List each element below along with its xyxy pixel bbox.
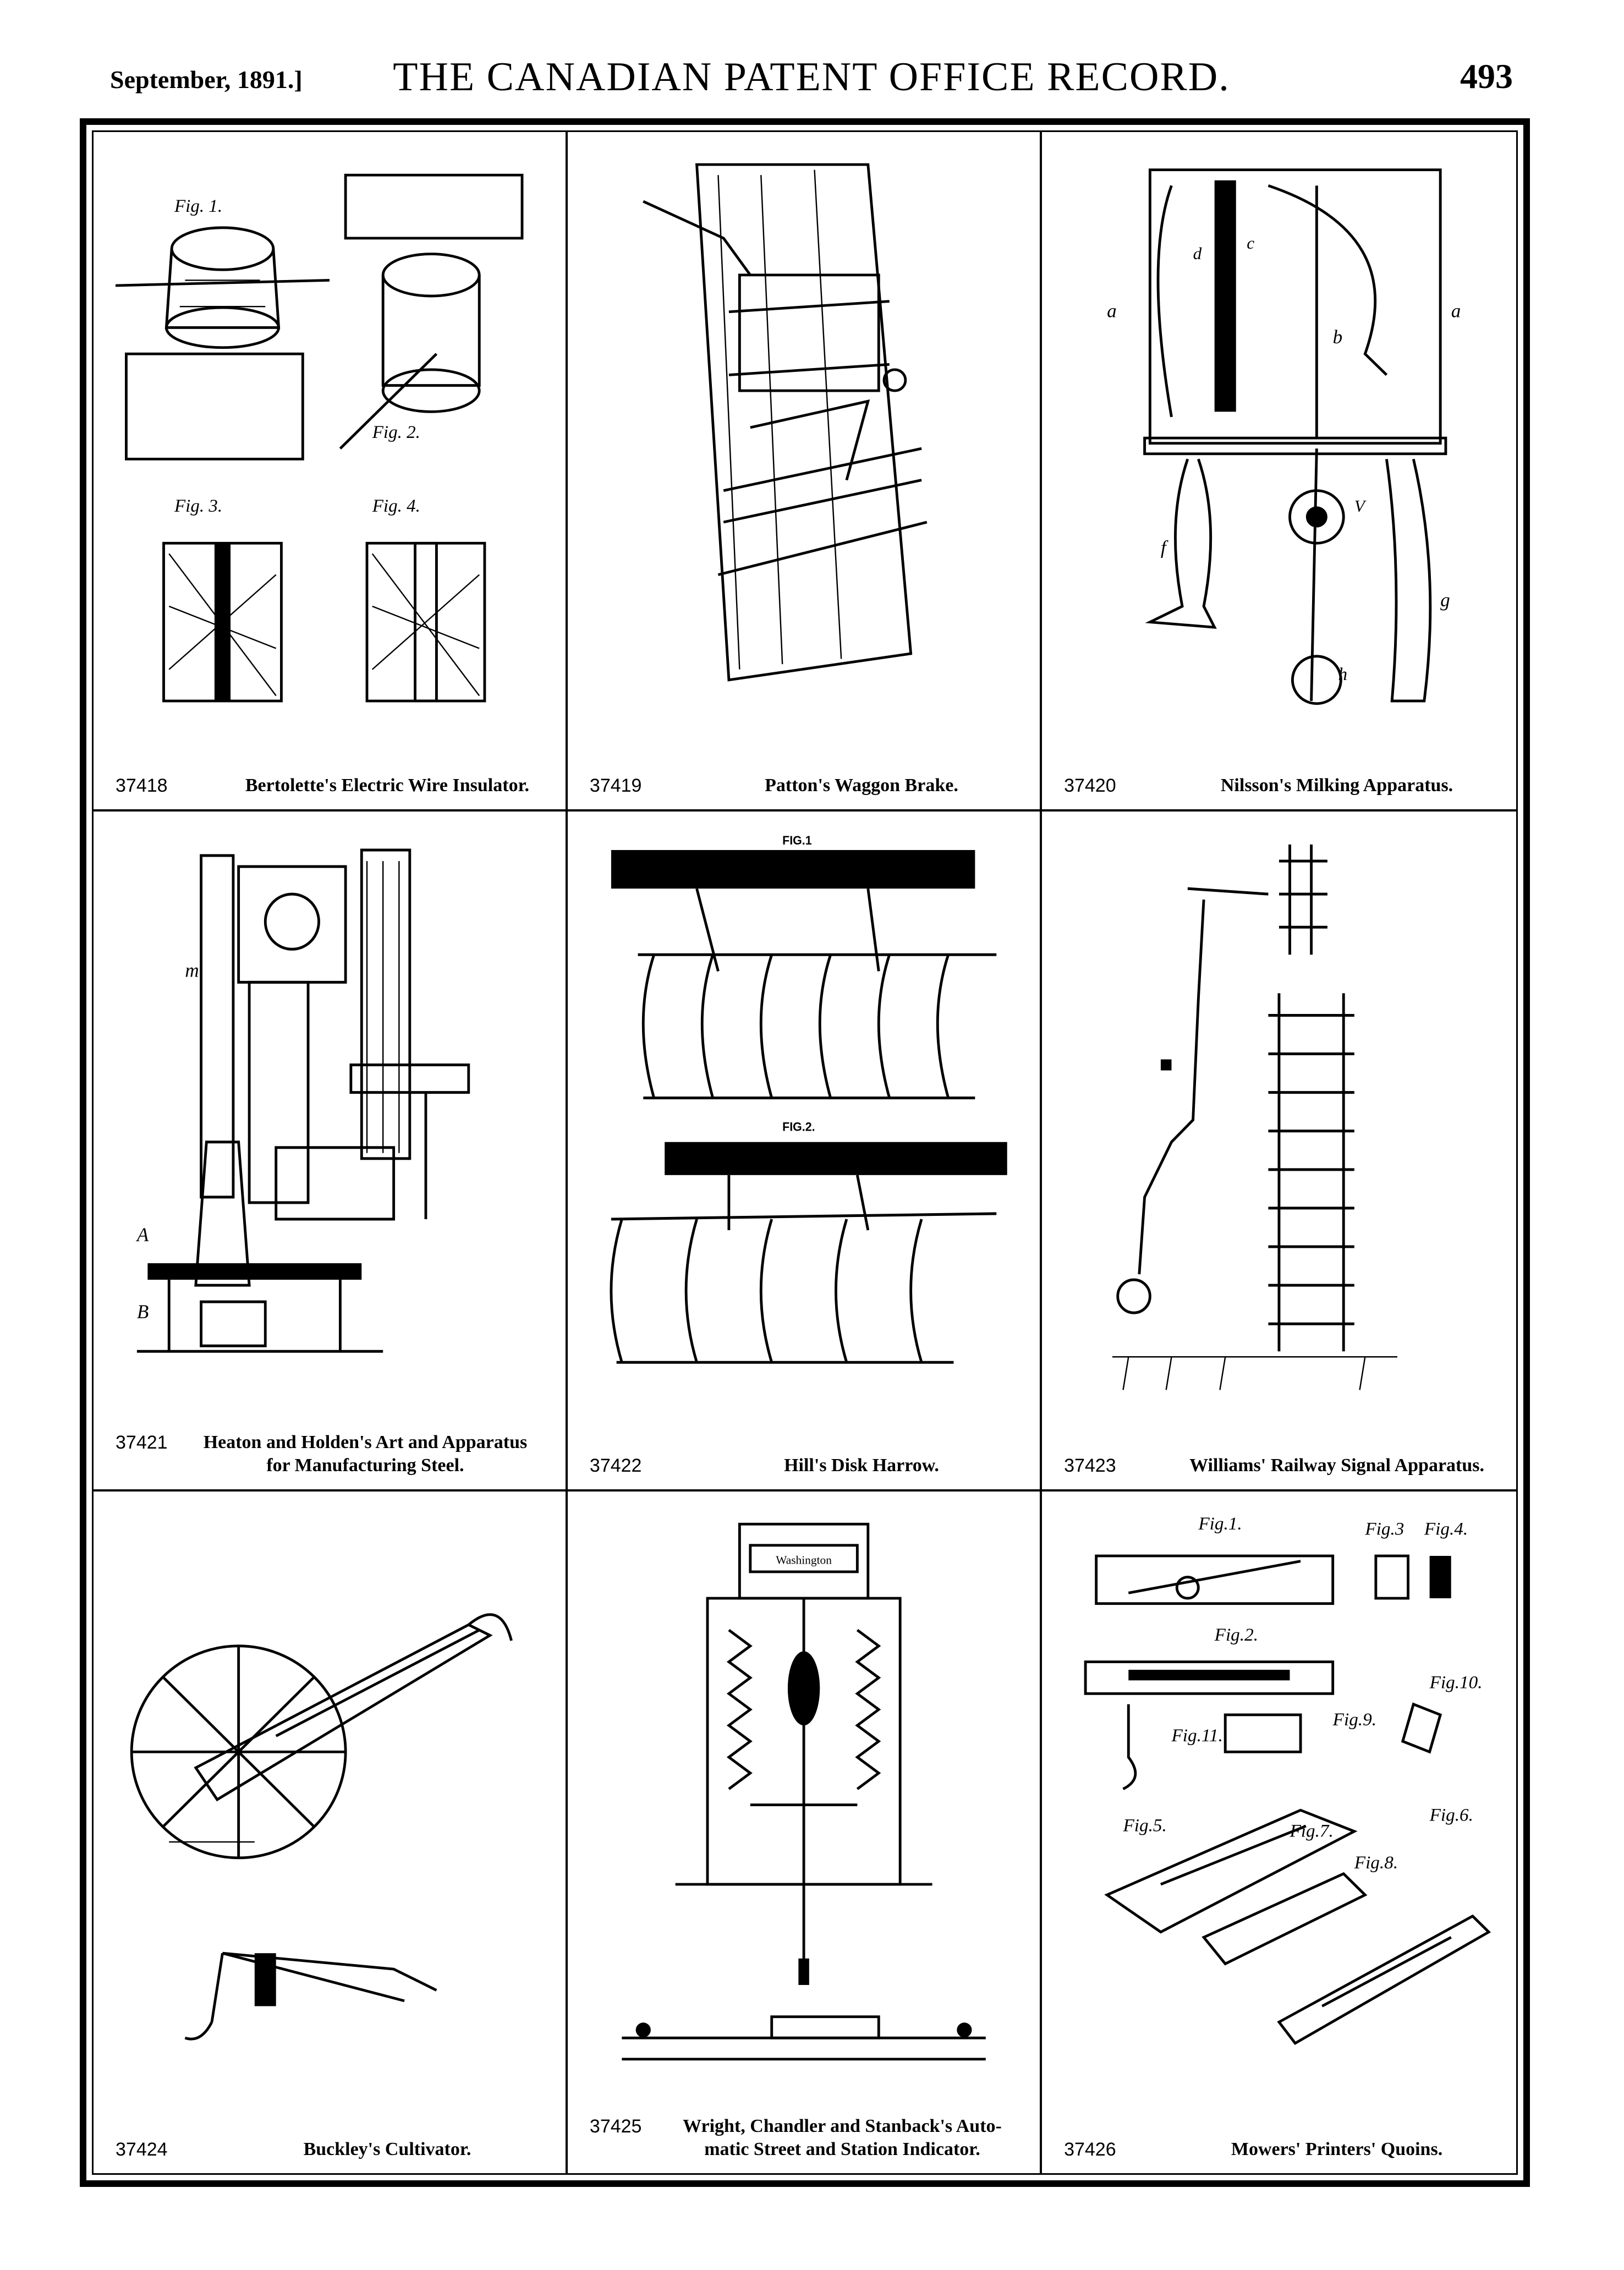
patent-number: 37422 [589,1455,642,1476]
part-label: m [185,959,199,982]
patent-caption: 37420 Nilsson's Milking Apparatus. [1064,774,1500,797]
part-label: A [136,1224,149,1246]
fig-label: Fig.11. [1171,1726,1223,1746]
fig-label: Fig.6. [1429,1806,1473,1825]
station-name-label: Washington [776,1553,832,1566]
part-label: f [1161,537,1168,558]
patent-cell-37424: 37424 Buckley's Cultivator. [94,1491,568,2173]
patent-caption: 37421 Heaton and Holden's Art and Appara… [116,1431,549,1477]
part-label: a [1107,300,1117,322]
part-label: b [1333,326,1343,348]
patent-cell-37421: m A B 37421 Heaton and Holden's Art and … [94,812,568,1492]
fig-label: Fig.1. [1198,1514,1242,1534]
fig-label: Fig. 1. [174,196,222,216]
patent-caption: 37423 Williams' Railway Signal Apparatus… [1064,1454,1500,1477]
patent-caption: 37425 Wright, Chandler and Stanback's Au… [590,2115,1023,2161]
journal-title: THE CANADIAN PATENT OFFICE RECORD. [393,54,1230,100]
patent-cell-37418: Fig. 1. Fig. 2. Fig. 3. Fig. 4. [94,132,568,812]
printers-quoins-drawing: Fig.1. Fig.2. Fig.3 Fig.4. Fig.5. Fig.6.… [1064,1514,1494,2096]
patent-number: 37419 [589,775,642,797]
part-label: B [137,1301,149,1323]
fig-label: Fig.8. [1354,1853,1398,1873]
patent-title: Wright, Chandler and Stanback's Auto- ma… [661,2115,1023,2161]
patent-number: 37418 [116,775,168,797]
patent-title: Williams' Railway Signal Apparatus. [1189,1455,1484,1476]
patent-caption: 37424 Buckley's Cultivator. [116,2138,549,2161]
part-label: a [1451,300,1461,322]
patent-caption: 37419 Patton's Waggon Brake. [590,774,1023,797]
patent-title: Buckley's Cultivator. [303,2139,471,2159]
patent-title: Heaton and Holden's Art and Apparatus fo… [182,1431,549,1477]
patent-cell-37422: FIG.1 FIG.2. 37422 [567,812,1043,1492]
fig-label: Fig.2. [1214,1625,1258,1645]
page-header: September, 1891.] THE CANADIAN PATENT OF… [94,50,1529,116]
patent-number: 37424 [116,2139,168,2160]
patent-grid: Fig. 1. Fig. 2. Fig. 3. Fig. 4. [94,132,1516,2173]
patent-number: 37420 [1064,775,1116,797]
railway-signal-drawing [1064,834,1494,1412]
steel-apparatus-drawing: m A B [116,834,544,1412]
milking-apparatus-drawing: a a b c d f g h V [1064,154,1494,732]
patent-number: 37426 [1064,2139,1116,2160]
patent-number: 37421 [116,1432,168,1453]
issue-date: September, 1891.] [110,65,303,94]
fig-label: Fig. 2. [372,423,420,442]
wire-insulator-drawing: Fig. 1. Fig. 2. Fig. 3. Fig. 4. [116,154,544,732]
patent-cell-37426: Fig.1. Fig.2. Fig.3 Fig.4. Fig.5. Fig.6.… [1042,1492,1516,2173]
fig-label: Fig.4. [1424,1520,1468,1539]
patent-title-line1: Heaton and Holden's Art and Apparatus [203,1432,528,1452]
patent-title-line2: matic Street and Station Indicator. [704,2139,980,2159]
patent-cell-37419: 37419 Patton's Waggon Brake. [567,132,1043,812]
patent-title: Bertolette's Electric Wire Insulator. [245,775,530,796]
patent-number: 37425 [589,2115,642,2137]
fig-label: Fig. 3. [174,496,222,516]
patent-title-line2: for Manufacturing Steel. [266,1455,464,1476]
fig-label: Fig. 4. [372,496,420,516]
patent-number: 37423 [1064,1455,1116,1476]
patent-title: Mowers' Printers' Quoins. [1231,2139,1443,2159]
waggon-brake-drawing [590,154,1018,732]
patent-title: Patton's Waggon Brake. [765,775,958,796]
patent-title: Nilsson's Milking Apparatus. [1220,775,1453,796]
station-indicator-drawing: Washington [590,1514,1018,2096]
fig-label: FIG.1 [782,834,811,847]
part-label: c [1247,233,1254,253]
patent-cell-37423: 37423 Williams' Railway Signal Apparatus… [1042,812,1516,1492]
part-label: d [1193,244,1202,263]
patent-caption: 37418 Bertolette's Electric Wire Insulat… [116,774,549,797]
fig-label: Fig.10. [1429,1673,1483,1693]
part-label: V [1354,496,1367,516]
page-number: 493 [1460,57,1513,96]
part-label: h [1338,665,1348,684]
cultivator-drawing [116,1514,544,2096]
plate-frame: Fig. 1. Fig. 2. Fig. 3. Fig. 4. [80,118,1530,2187]
fig-label: Fig.3 [1364,1520,1404,1539]
fig-label: FIG.2. [782,1120,815,1134]
patent-cell-37425: Washington [568,1491,1043,2173]
patent-caption: 37422 Hill's Disk Harrow. [590,1454,1023,1477]
patent-cell-37420: a a b c d f g h V 37420 Nilsson's Milkin… [1042,132,1516,812]
patent-title: Hill's Disk Harrow. [784,1455,939,1476]
disk-harrow-drawing: FIG.1 FIG.2. [590,834,1018,1412]
plate-inner-border: Fig. 1. Fig. 2. Fig. 3. Fig. 4. [92,130,1518,2175]
patent-title-line1: Wright, Chandler and Stanback's Auto- [683,2115,1002,2136]
fig-label: Fig.9. [1332,1710,1376,1730]
fig-label: Fig.5. [1123,1816,1167,1836]
patent-caption: 37426 Mowers' Printers' Quoins. [1064,2138,1500,2161]
part-label: g [1440,589,1450,611]
